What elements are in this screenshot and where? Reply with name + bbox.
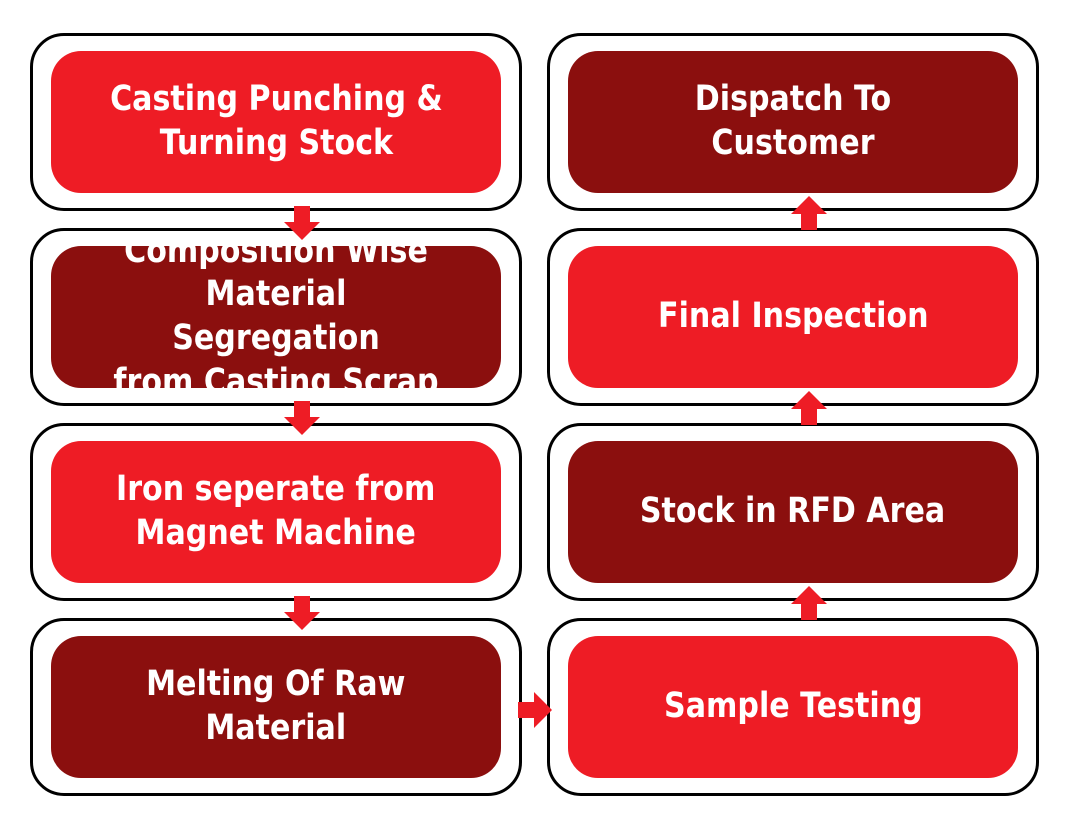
node-dispatch: Dispatch To Customer	[568, 51, 1018, 193]
node-label: Sample Testing	[663, 686, 923, 727]
node-label: Final Inspection	[657, 296, 929, 337]
arrow-shape	[518, 692, 552, 728]
node-label: Stock in RFD Area	[640, 491, 946, 532]
arrow-shape	[791, 391, 827, 425]
node-label: Iron seperate from Magnet Machine	[116, 469, 436, 553]
arrow-down-icon	[284, 596, 320, 630]
node-sample-testing: Sample Testing	[568, 636, 1018, 778]
node-stock-rfd: Stock in RFD Area	[568, 441, 1018, 583]
node-label: Dispatch To Customer	[694, 79, 892, 163]
arrow-up-icon	[791, 586, 827, 620]
arrow-right-icon	[518, 692, 552, 728]
node-label: Casting Punching & Turning Stock	[109, 79, 443, 163]
arrow-up-icon	[791, 196, 827, 230]
arrow-shape	[791, 196, 827, 230]
arrow-shape	[791, 586, 827, 620]
arrow-shape	[284, 401, 320, 435]
node-melting: Melting Of Raw Material	[51, 636, 501, 778]
arrow-down-icon	[284, 206, 320, 240]
node-material-segregation: Composition Wise Material Segregation fr…	[51, 231, 501, 402]
arrow-shape	[284, 596, 320, 630]
node-casting-punching: Casting Punching & Turning Stock	[51, 51, 501, 193]
arrow-up-icon	[791, 391, 827, 425]
node-iron-separate: Iron seperate from Magnet Machine	[51, 441, 501, 583]
node-label: Melting Of Raw Material	[146, 664, 406, 748]
node-label: Composition Wise Material Segregation fr…	[113, 230, 439, 402]
node-final-inspection: Final Inspection	[568, 246, 1018, 388]
arrow-shape	[284, 206, 320, 240]
arrow-down-icon	[284, 401, 320, 435]
